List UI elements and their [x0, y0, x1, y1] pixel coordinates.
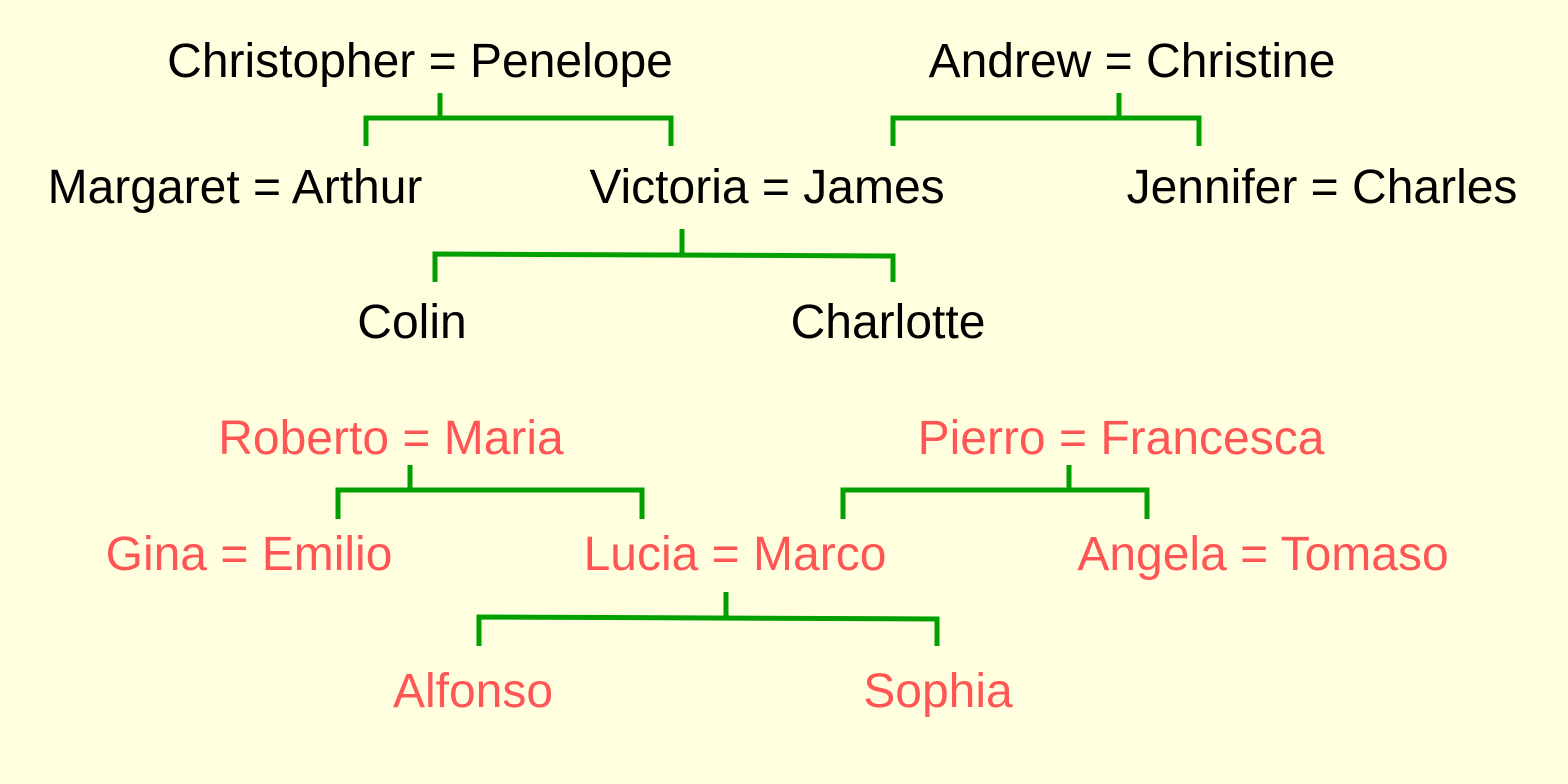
connector-pierro-francesca-children [840, 487, 1150, 519]
node-margaret-arthur: Margaret = Arthur [47, 161, 423, 214]
connector-lucia-marco-children [476, 614, 940, 646]
node-sophia: Sophia [863, 665, 1013, 718]
connector-andrew-christine-children [890, 115, 1202, 146]
node-christopher-penelope: Christopher = Penelope [167, 35, 673, 88]
node-roberto-maria: Roberto = Maria [218, 412, 564, 465]
node-alfonso: Alfonso [392, 665, 554, 718]
connector-victoria-james-children [432, 251, 896, 282]
node-jennifer-charles: Jennifer = Charles [1126, 161, 1518, 214]
node-gina-emilio: Gina = Emilio [105, 528, 393, 581]
connector-christopher-penelope-children [363, 115, 674, 146]
node-andrew-christine: Andrew = Christine [928, 35, 1336, 88]
node-angela-tomaso: Angela = Tomaso [1077, 528, 1449, 581]
node-charlotte: Charlotte [790, 296, 986, 349]
node-pierro-francesca: Pierro = Francesca [917, 412, 1325, 465]
node-colin: Colin [357, 296, 467, 349]
connector-roberto-maria-children [335, 487, 645, 519]
node-lucia-marco: Lucia = Marco [583, 528, 887, 581]
node-victoria-james: Victoria = James [589, 161, 945, 214]
